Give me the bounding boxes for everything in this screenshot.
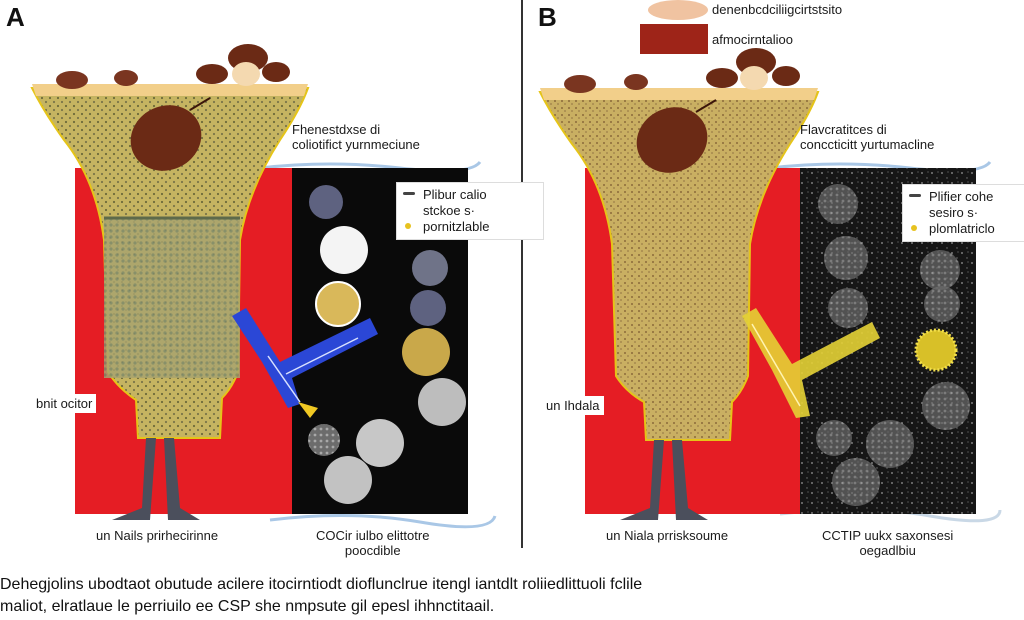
particle — [924, 286, 960, 322]
panel-b-letter: B — [538, 2, 557, 32]
panel-b-left-label: un Ihdala — [542, 396, 604, 415]
panel-a-top-label: Fhenestdxse di coliotifict yurnmeciune — [292, 122, 420, 152]
panel-a-artwork — [30, 44, 497, 529]
panel-b-bottom-right: CCTIP uukx saxonsesi oegadlbiu — [822, 528, 954, 558]
panel-a-legend: Plibur calio stckoe s· pornitzlable — [396, 182, 544, 240]
legs-icon — [620, 440, 708, 520]
arrow-icon — [232, 308, 378, 418]
particle — [324, 456, 372, 504]
header-swatch-1 — [648, 0, 708, 20]
panel-b-header-item-2: afmocirntalioo — [712, 32, 793, 47]
figure-caption: Dehegjolins ubodtaot obutude acilere ito… — [0, 574, 1024, 618]
particle — [412, 250, 448, 286]
particle — [818, 184, 858, 224]
header-swatch-2 — [640, 24, 708, 54]
particle — [832, 458, 880, 506]
funnel-mesh — [104, 218, 240, 378]
panel-b-top-label: Flavcratitces di conccticitt yurtumaclin… — [800, 122, 935, 152]
panel-a-left-label: bnit ocitor — [32, 394, 97, 413]
particle — [816, 420, 852, 456]
caption-line: Dehegjolins ubodtaot obutude acilere ito… — [0, 576, 643, 593]
particle — [320, 226, 368, 274]
panel-b-legend: Plifier cohe sesiro s· plomlatriclo — [902, 184, 1024, 242]
seed-icon — [130, 97, 211, 171]
legend-item: Plifier cohe — [929, 189, 994, 204]
legend-line-swatch — [909, 194, 921, 197]
legs-icon — [112, 438, 200, 520]
particle — [308, 424, 340, 456]
funnel-rim — [32, 84, 308, 96]
panel-b-artwork — [538, 0, 1002, 523]
particle — [914, 328, 958, 372]
particle — [824, 236, 868, 280]
caption-line: maliot, elratlaue le perriuilo ee CSP sh… — [0, 598, 495, 615]
legend-item: sesiro s· — [929, 205, 979, 220]
particle — [410, 290, 446, 326]
legend-item: plomlatriclo — [929, 221, 995, 236]
arrow-icon — [742, 308, 880, 418]
particle — [356, 419, 404, 467]
panel-b-bottom-left: un Niala prrisksoume — [606, 528, 729, 543]
legend-item: pornitzlable — [423, 219, 490, 234]
panel-a-bottom-right: COCir iulbo elittotre poocdible — [316, 528, 430, 558]
panel-a-bottom-left: un Nails prirhecirinne — [96, 528, 219, 543]
particle — [418, 378, 466, 426]
legend-dot-swatch — [911, 225, 917, 231]
legend-dot-swatch — [405, 223, 411, 229]
legend-item: stckoe s· — [423, 203, 476, 218]
seed-icon — [636, 99, 717, 173]
particle — [315, 281, 361, 327]
legend-line-swatch — [403, 192, 415, 195]
particle — [866, 420, 914, 468]
particle — [922, 382, 970, 430]
particle — [402, 328, 450, 376]
panel-b-header-item-1: denenbcdciliigcirtstsito — [712, 2, 843, 17]
panel-a-letter: A — [6, 2, 25, 32]
legend-item: Plibur calio — [423, 187, 487, 202]
particle — [309, 185, 343, 219]
particle — [920, 250, 960, 290]
particle — [828, 288, 868, 328]
